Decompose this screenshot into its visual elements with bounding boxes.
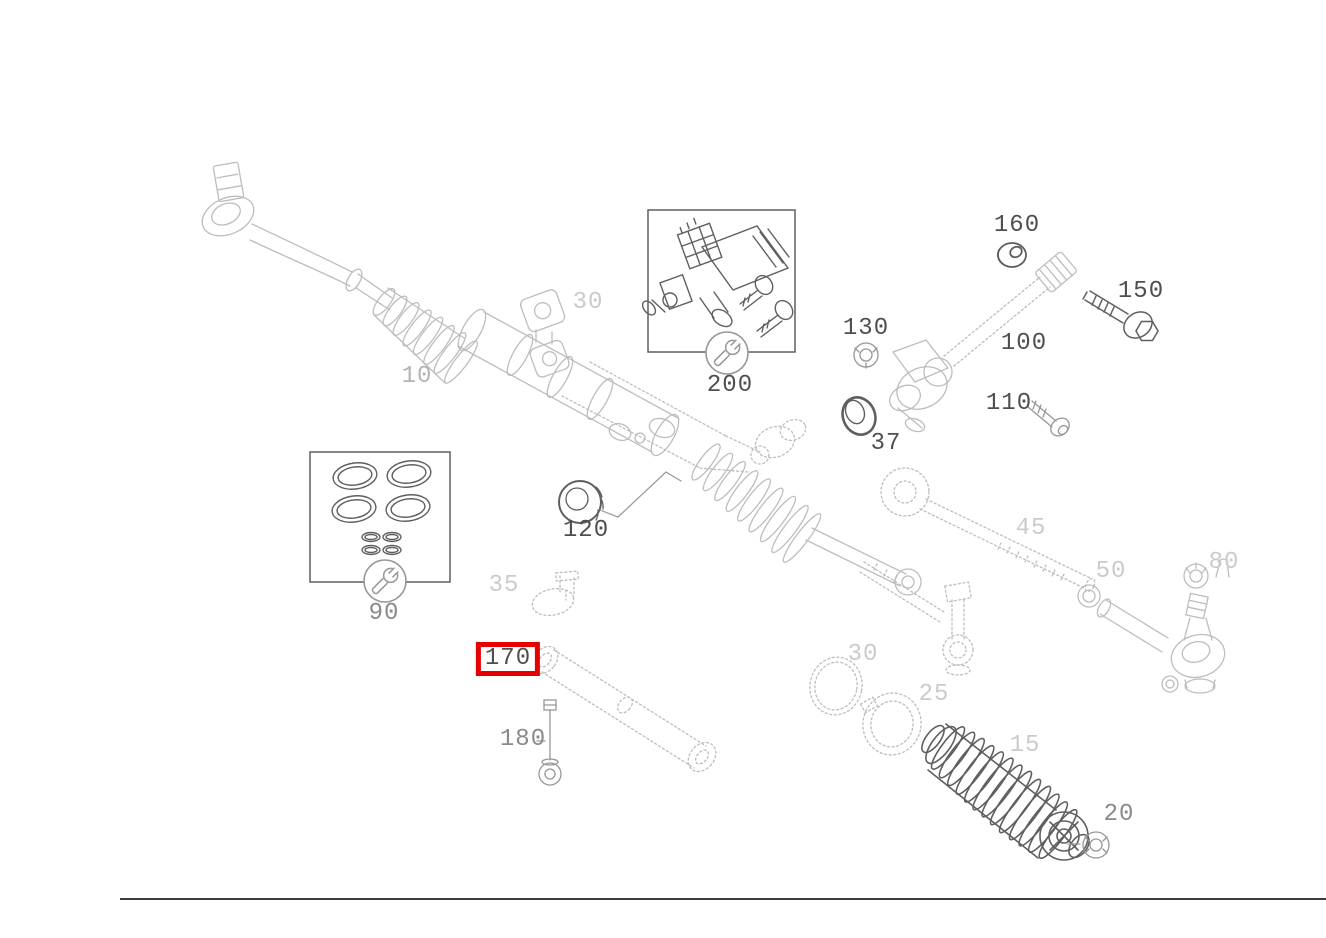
tie-rod-lock-nut-art [1077,584,1101,608]
part-label-200[interactable]: 200 [706,372,754,399]
leader-line-120 [599,471,682,518]
seal-ring-art [841,396,877,436]
part-label-130[interactable]: 130 [842,315,890,342]
rack-housing-lower-art [561,361,807,473]
part-label-25: 25 [918,681,950,708]
pinion-valve-housing-art [888,251,1077,433]
part-label-50: 50 [1095,558,1127,585]
part-label-120[interactable]: 120 [562,517,610,544]
bolt-110-art [1027,400,1070,437]
plug-120-art [558,480,604,524]
kit-box-90 [309,451,451,603]
steering-rack-assembly-art [201,161,680,457]
footer-rule [120,898,1326,900]
tie-rod-end-right-art [1096,592,1226,694]
tie-rod-ball-stud-art [859,561,974,676]
boot-clamps-art [809,656,922,756]
highlight-box-170[interactable]: 170 [475,642,541,676]
part-label-37[interactable]: 37 [870,430,902,457]
part-label-160[interactable]: 160 [993,212,1041,239]
kit-box-200 [641,209,796,375]
castle-nut-cotter-pin-art [1183,558,1230,589]
part-label-80: 80 [1208,549,1240,576]
part-label-10: 10 [401,363,433,390]
part-label-100[interactable]: 100 [1000,330,1048,357]
part-label-15: 15 [1009,732,1041,759]
bolt-nut-180-art [536,699,562,786]
grommet-160-art [996,242,1027,268]
part-label-20[interactable]: 20 [1103,801,1135,828]
part-label-150[interactable]: 150 [1117,278,1165,305]
part-label-35: 35 [488,572,520,599]
part-label-90[interactable]: 90 [368,600,400,627]
part-label-45: 45 [1015,515,1047,542]
part-label-180[interactable]: 180 [499,726,547,753]
bolt-150-art [1082,290,1159,342]
part-label-170[interactable]: 170 [484,645,532,672]
part-label-30b: 30 [847,641,879,668]
part-label-110[interactable]: 110 [985,390,1033,417]
inner-tie-rod-art [880,467,1096,593]
rack-bellows-right-art [691,443,922,596]
part-label-30a: 30 [572,289,604,316]
steering-boot-art [921,723,1090,861]
hex-nut-130-art [853,342,879,369]
nut-20-art [1067,831,1110,859]
bracket-35-art [531,570,580,617]
